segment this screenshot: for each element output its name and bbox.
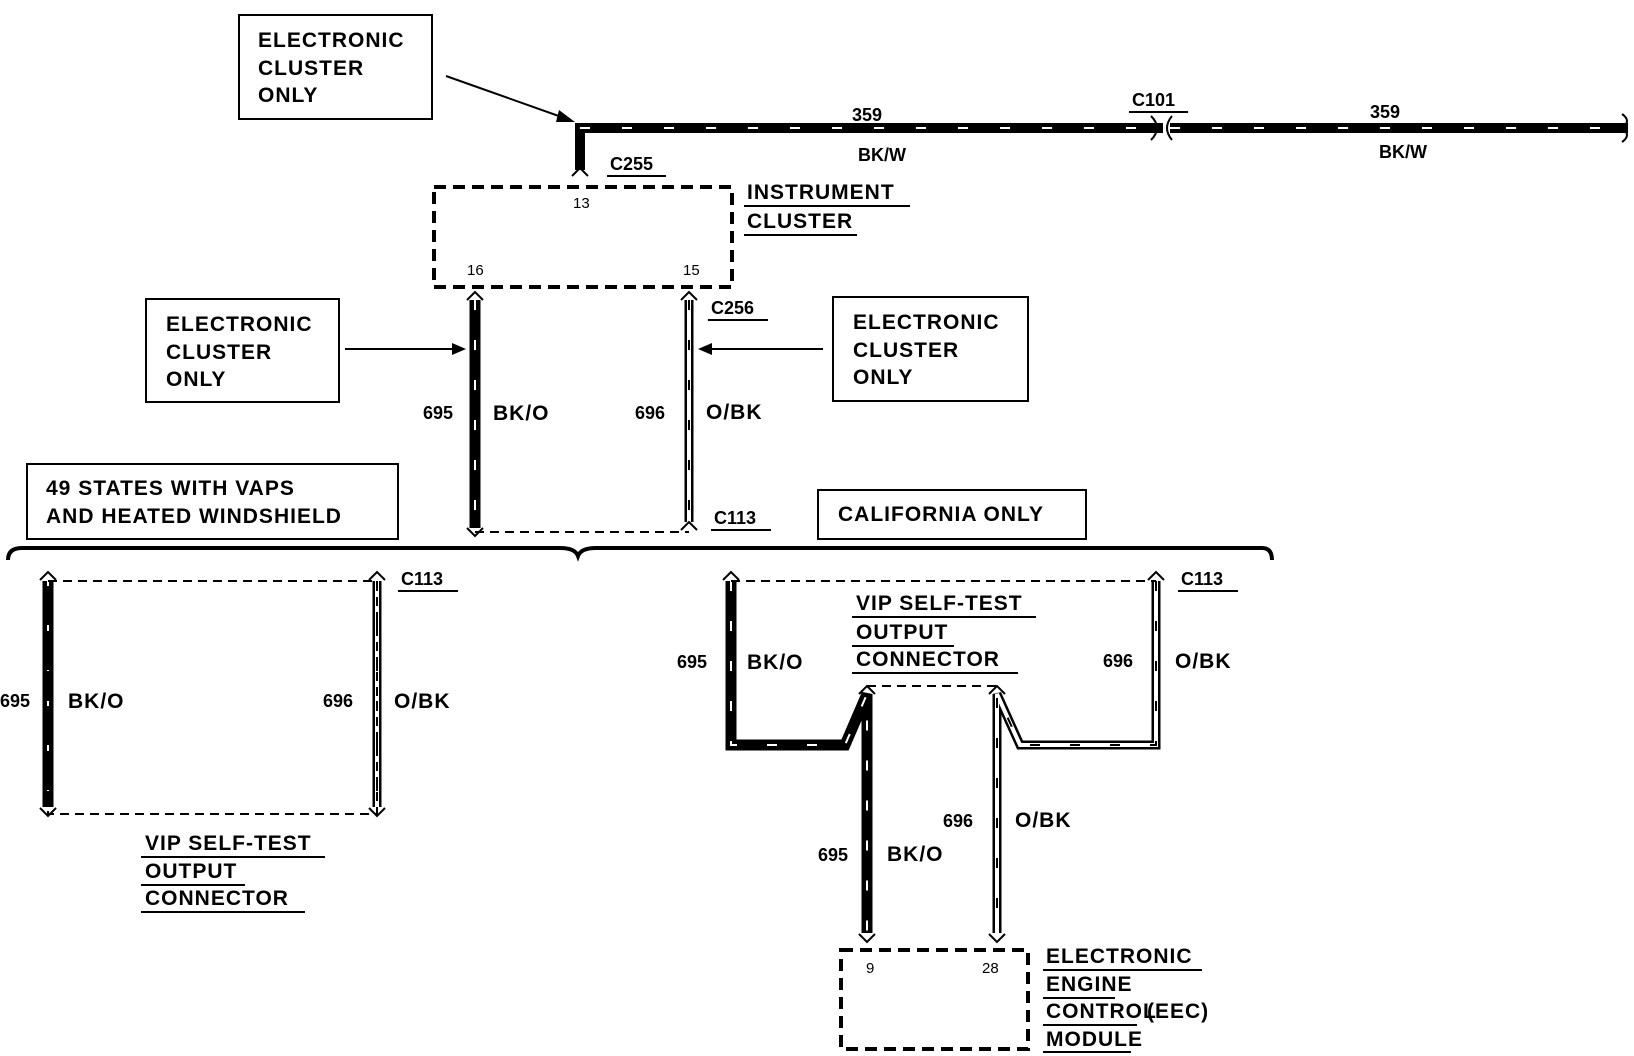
eec-module-label: ELECTRONIC	[1046, 945, 1193, 968]
wire-696-left-color: O/BK	[394, 690, 451, 713]
wire-359-color: BK/W	[858, 145, 906, 165]
wire-695-eec-color: BK/O	[887, 843, 944, 866]
wire-695-color: BK/O	[493, 402, 550, 425]
vip-left-label: OUTPUT	[145, 860, 237, 883]
eec-module-label: ENGINE	[1046, 973, 1133, 996]
wire-696-color: O/BK	[706, 401, 763, 424]
callout-line: CLUSTER	[258, 57, 364, 80]
callout-line: ONLY	[166, 368, 226, 391]
wire-695-left-color: BK/O	[68, 690, 125, 713]
wire-696-eec-color: O/BK	[1015, 809, 1072, 832]
connector-c101-label: C101	[1132, 90, 1175, 110]
pin-28: 28	[982, 960, 999, 977]
pin-16: 16	[467, 262, 484, 279]
vip-left-label: VIP SELF-TEST	[145, 832, 312, 855]
wire-695-eec-number: 695	[818, 845, 848, 865]
wire-695-number: 695	[423, 403, 453, 423]
vip-left-connector-box	[47, 580, 378, 815]
connector-c113-left-label: C113	[401, 569, 443, 589]
wire-696-right-color: O/BK	[1175, 650, 1232, 673]
callout-line: CLUSTER	[166, 341, 272, 364]
arrow-to-wire-695	[345, 343, 466, 355]
wire-359-number: 359	[852, 105, 882, 125]
connector-c113-top-label: C113	[714, 508, 756, 528]
instrument-cluster-label: INSTRUMENT	[747, 181, 895, 204]
wire-696-number: 696	[635, 403, 665, 423]
wire-break-symbol	[1620, 113, 1628, 143]
eec-module-label: MODULE	[1046, 1028, 1143, 1051]
wire-696-eec-number: 696	[943, 811, 973, 831]
pin-13: 13	[573, 195, 590, 212]
pin-15: 15	[683, 262, 700, 279]
callout-line: ELECTRONIC	[258, 29, 405, 52]
callout-line: ONLY	[853, 366, 913, 389]
callout-line: ONLY	[258, 84, 318, 107]
callout-california-only: CALIFORNIA ONLY	[817, 489, 1087, 540]
vip-right-label: VIP SELF-TEST	[856, 592, 1023, 615]
pin-9: 9	[866, 960, 874, 977]
connector-c256-label: C256	[711, 298, 754, 318]
arrow-to-top-wire	[445, 75, 575, 122]
vip-left-label: CONNECTOR	[145, 887, 289, 910]
vip-right-label: CONNECTOR	[856, 648, 1000, 671]
wire-695-middle	[466, 290, 484, 538]
wire-696-right-number: 696	[1103, 651, 1133, 671]
wire-696-middle	[680, 290, 698, 531]
eec-module-box	[839, 948, 1030, 1051]
callout-electronic-cluster-left: ELECTRONIC CLUSTER ONLY	[145, 298, 340, 403]
callout-electronic-cluster-right: ELECTRONIC CLUSTER ONLY	[832, 296, 1029, 402]
eec-module-suffix: (EEC)	[1147, 1000, 1209, 1023]
eec-module-label: CONTROL	[1046, 1000, 1157, 1023]
connector-c113-right-label: C113	[1181, 569, 1223, 589]
option-brace	[6, 546, 1274, 562]
wire-359-color-right: BK/W	[1379, 142, 1427, 162]
wire-695-right	[722, 570, 876, 944]
callout-line: 49 STATES WITH VAPS	[46, 477, 295, 500]
instrument-cluster-box	[432, 185, 734, 289]
arrow-to-wire-696	[698, 343, 823, 355]
vip-right-label: OUTPUT	[856, 621, 948, 644]
wire-696-left-number: 696	[323, 691, 353, 711]
connector-c255-symbol	[571, 166, 589, 177]
callout-line: ELECTRONIC	[166, 313, 313, 336]
wire-695-left-number: 695	[0, 691, 30, 711]
callout-line: CALIFORNIA ONLY	[838, 503, 1044, 526]
callout-49-states: 49 STATES WITH VAPS AND HEATED WINDSHIEL…	[26, 463, 399, 540]
wire-359-number-right: 359	[1370, 102, 1400, 122]
connector-c101-symbol	[1150, 115, 1173, 141]
callout-electronic-cluster-top: ELECTRONIC CLUSTER ONLY	[238, 14, 433, 120]
wire-359-top	[575, 123, 1628, 170]
callout-line: AND HEATED WINDSHIELD	[46, 505, 342, 528]
callout-line: CLUSTER	[853, 339, 959, 362]
instrument-cluster-label: CLUSTER	[747, 210, 853, 233]
wire-696-right	[988, 570, 1165, 944]
connector-c255-label: C255	[610, 154, 653, 174]
wire-695-right-number: 695	[677, 652, 707, 672]
wire-695-right-color: BK/O	[747, 651, 804, 674]
callout-line: ELECTRONIC	[853, 311, 1000, 334]
